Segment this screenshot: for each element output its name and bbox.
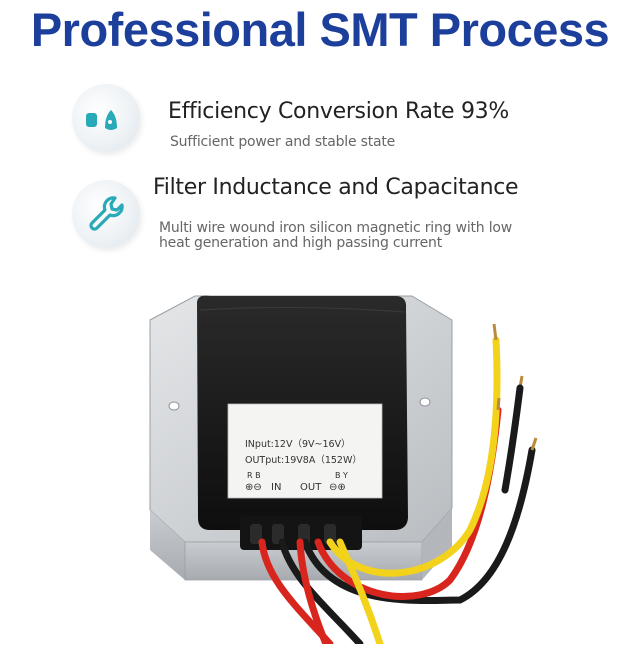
wire-black-3 [501,384,524,494]
label-out-symbols: ⊖⊕ [329,482,346,493]
wire-tip-yellow [492,323,498,341]
label-out-terminals: B Y [335,471,348,480]
wire-yellow-1 [326,336,501,577]
wire-red-3 [296,538,330,648]
feature-title: Efficiency Conversion Rate 93% [168,99,509,124]
feature-subtitle-line1: Multi wire wound iron silicon magnetic r… [159,220,513,236]
droplets-icon [72,84,140,152]
wire-yellow-2 [336,538,384,648]
label-in-terminals: R B [247,471,261,480]
feature-efficiency: Efficiency Conversion Rate 93% Sufficien… [0,82,640,152]
wrench-icon [72,180,140,248]
label-out-text: OUT [300,482,322,493]
label-in-symbols: ⊕⊖ [245,482,262,493]
wire-tip-black-2 [530,437,538,451]
wire-black-2 [301,446,536,604]
wire-tip-red [496,397,501,411]
feature-subtitle: Sufficient power and stable state [170,134,396,150]
mount-hole-right [419,397,431,407]
page-headline: Professional SMT Process [30,3,610,56]
spec-label [227,403,383,499]
wire-black-1 [278,538,364,648]
feature-filter: Filter Inductance and Capacitance Multi … [0,168,640,258]
feature-title: Filter Inductance and Capacitance [153,175,519,200]
label-input: INput:12V（9V~16V） [245,438,351,450]
label-output: OUTput:19V8A（152W） [245,454,362,466]
label-in-text: IN [271,482,281,493]
feature-subtitle-line2: heat generation and high passing current [159,235,443,251]
mount-hole-left [168,401,180,411]
product-image: INput:12V（9V~16V） OUTput:19V8A（152W） R B… [0,280,640,648]
